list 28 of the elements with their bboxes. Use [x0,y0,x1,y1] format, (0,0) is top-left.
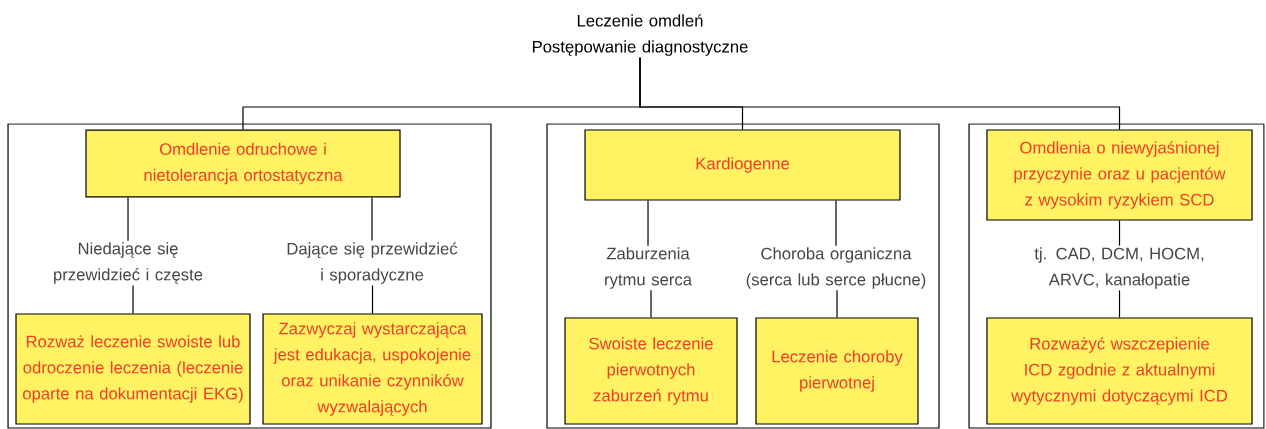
category-text: Niedające się przewidzieć i częste [54,242,203,284]
connector-line [371,284,374,314]
connector-line [836,289,838,318]
category-text: Zaburzenia rytmu serca [605,247,692,289]
panel-frame [546,123,940,429]
process-box: Kardiogenne [584,129,901,201]
title-text: Leczenie omdleń Postępowanie diagnostyczne [532,14,748,56]
process-box: Zazwyczaj wystarczająca jest edukacja, uspokojenie oraz unikanie czynników wyzwalających [262,313,483,425]
connector-line [132,284,134,314]
process-box: Omdlenie odruchowe i nietolerancja ortostatyczna [85,129,401,198]
process-box: Rozważyć wszczepienie ICD zgodnie z aktualnymi wytycznymi dotyczącymi ICD [986,317,1253,425]
panel-frame [968,123,1265,429]
process-box: Swoiste leczenie pierwotnych zaburzeń rytmu [564,317,738,425]
panel-frame [7,123,492,429]
process-box: Leczenie choroby pierwotnej [755,317,919,425]
connector-line [647,200,649,247]
connector-line [127,196,129,242]
category-text: Dające się przewidzieć i sporadyczne [287,242,458,284]
connector-line [639,56,1121,130]
connector-line [835,200,837,247]
process-box: Rozważ leczenie swoiste lub odroczenie leczenia (leczenie oparte na dokumentacji EKG) [15,313,251,425]
connector-line [1118,220,1121,247]
process-box: Omdlenia o niewyjaśnionej przyczynie oraz u pacjentów z wysokim ryzykiem SCD [986,129,1253,221]
category-text: tj. CAD, DCM, HOCM, ARVC, kanałopatie [1034,247,1204,289]
connector-line [371,196,373,242]
category-text: Choroba organiczna (serca lub serce płucne) [746,247,926,289]
connector-line [650,289,652,318]
connector-line [1118,289,1121,318]
